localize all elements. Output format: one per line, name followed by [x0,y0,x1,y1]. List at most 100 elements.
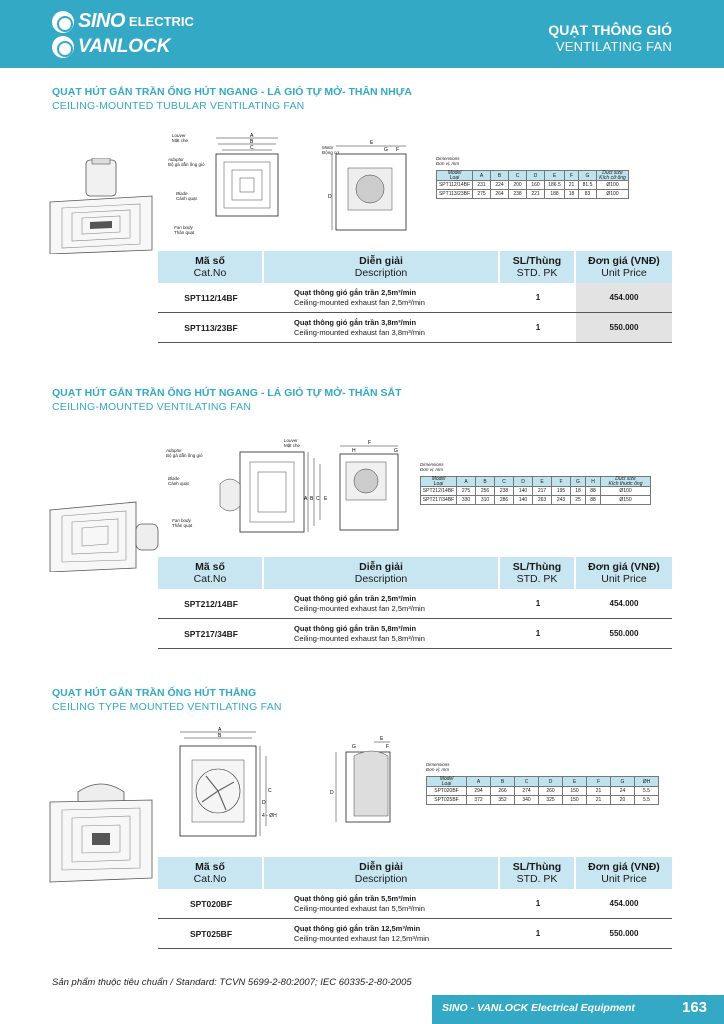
callout-fanbody: Fan body [172,518,191,523]
callout-blade: Blade [176,191,188,196]
table-row: SPT112/14BF 231 224 200 160 186.5 21 81.… [436,180,629,190]
product-pack: 1 [535,929,541,938]
dim-cell: 25 [570,495,586,505]
section-2-product-photo [49,501,159,572]
table-row: SPT020BF Quạt thông gió gắn trần 5,5m³/m… [158,889,672,919]
product-desc-en: Ceiling-mounted exhaust fan 12,5m³/min [294,933,430,943]
section-2-title: QUẠT HÚT GẮN TRẦN ỐNG HÚT NGANG - LÁ GIÓ… [52,387,402,399]
dim-col-header: C [508,170,527,181]
svg-text:D: D [262,800,266,806]
product-desc-en: Ceiling-mounted exhaust fan 5,8m³/min [294,633,425,643]
dim-cell: 310 [475,495,495,505]
dim-cell: SPT212/14BF [420,486,457,496]
page-number: 163 [682,999,708,1016]
vanlock-logo: VANLOCK [52,36,171,58]
section-3-technical-drawing: A B D C D E F G [179,727,391,837]
dim-col-header: C [494,476,514,487]
dim-cell: 217 [532,486,552,496]
dim-cell: 18 [570,486,586,496]
product-price: 454.000 [576,283,672,312]
product-price: 454.000 [609,899,639,908]
callout-adaptor-vn: Bộ gá dẫn ống gió [166,453,203,458]
category-title-vn: QUẠT THÔNG GIÓ [548,22,672,38]
product-desc-vn: Quạt thông gió gắn trần 2,5m³/min [294,287,417,297]
dim-cell: 195 [551,486,571,496]
section-2-subtitle: CEILING-MOUNTED VENTILATING FAN [52,401,252,413]
product-price: 454.000 [609,599,639,608]
header-desc-vn: Diễn giải [359,254,403,267]
dim-cell: 238 [508,189,527,199]
standard-note: Sản phẩm thuộc tiêu chuẩn / Standard: TC… [52,977,412,988]
footer-brand-line: SINO - VANLOCK Electrical Equipment [442,1002,635,1014]
table-row: SPT212/14BF Quạt thông gió gắn trần 2,5m… [158,589,672,619]
dim-cell: 188 [544,189,565,199]
header-pack-vn: SL/Thùng [512,254,562,267]
header-pack-en: STD. PK [516,572,558,585]
header-price-en: Unit Price [601,872,647,885]
dim-caption-vn: Đơn vị: mm [420,467,443,472]
dim-col-header: B [490,776,515,787]
table-row: SPT217/34BF 330 310 286 140 263 243 25 8… [420,495,651,505]
svg-text:F: F [386,744,389,750]
header-pack-vn: SL/Thùng [512,860,562,873]
footer-bar [432,995,724,1024]
product-desc-vn: Quạt thông gió gắn trần 5,8m³/min [294,623,417,633]
section-1-subtitle: CEILING-MOUNTED TUBULAR VENTILATING FAN [52,100,305,112]
svg-text:G: G [384,147,388,153]
dim-cell: 243 [551,495,571,505]
header-desc-en: Description [354,872,408,885]
product-desc-en: Ceiling-mounted exhaust fan 3,8m³/min [294,327,425,337]
dim-cell: 200 [508,180,527,190]
table-row: SPT113/23BF Quạt thông gió gắn trần 3,8m… [158,313,672,343]
dim-cell: 294 [466,786,491,796]
dim-cell: 238 [494,486,514,496]
svg-text:A: A [304,496,308,502]
dim-col-header: E [562,776,587,787]
product-code: SPT112/14BF [184,292,238,303]
dim-cell: 330 [456,495,476,505]
header-code-vn: Mã số [195,560,225,573]
dim-col-header: D [538,776,563,787]
dim-duct-header: Duct size [615,476,636,482]
product-code: SPT113/23BF [184,322,238,333]
dim-caption: Dimensions [420,462,444,467]
dim-cell: 140 [513,495,533,505]
section-3-title: QUẠT HÚT GẮN TRẦN ỐNG HÚT THẲNG [52,687,257,699]
callout-fanbody-vn: Thân quạt [174,230,195,235]
header-desc-en: Description [354,266,408,279]
dim-col-header: G [570,476,586,487]
dim-cell: SPT025BF [426,795,467,805]
table-row: SPT020BF 294 266 274 260 150 21 24 5.5 [426,786,659,796]
svg-text:A: A [250,133,254,139]
svg-text:G: G [394,448,398,454]
dim-duct-header: Duct size [602,170,623,176]
dim-caption-vn: Đơn vị: mm [426,767,449,772]
svg-text:F: F [368,440,371,446]
table-row: SPT112/14BF Quạt thông gió gắn trần 2,5m… [158,283,672,313]
header-code-en: Cat.No [193,572,227,585]
dim-caption: Dimensions [436,156,460,161]
svg-text:D: D [328,194,332,200]
dim-cell: 140 [513,486,533,496]
callout-fanbody-vn: Thân quạt [172,523,193,528]
dim-caption: Dimensions [426,762,450,767]
dim-cell: 275 [456,486,476,496]
product-pack: 1 [535,599,541,608]
product-pack: 1 [535,629,541,638]
table-row: SPT217/34BF Quạt thông gió gắn trần 5,8m… [158,619,672,649]
dim-cell: 88 [585,486,601,496]
dim-cell: 260 [538,786,563,796]
callout-fanbody: Fan body [174,225,193,230]
vanlock-logo-icon [52,36,74,58]
callout-adaptor: Adaptor [166,448,182,453]
callout-motor-vn: Động cơ [322,150,340,155]
header-desc-vn: Diễn giải [359,560,403,573]
dim-cell: Ø150 [600,495,651,505]
dim-col-header: D [513,476,533,487]
dim-cell: 266 [490,786,515,796]
callout-adaptor-vn: Bộ gá dẫn ống gió [168,162,205,167]
svg-text:E: E [324,496,328,502]
dim-cell: 21 [564,180,579,190]
dim-cell: 221 [526,189,545,199]
